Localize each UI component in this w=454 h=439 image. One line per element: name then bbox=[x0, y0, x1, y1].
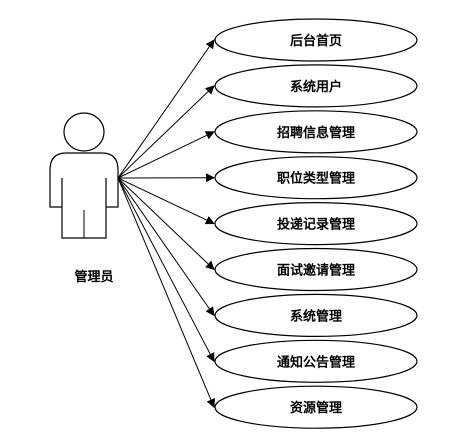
use-case-ellipse bbox=[214, 64, 418, 108]
actor-head bbox=[63, 112, 105, 152]
association-arrow bbox=[117, 85, 215, 179]
use-case-label: 面试邀请管理 bbox=[277, 263, 355, 279]
association-arrow bbox=[117, 177, 216, 409]
use-case: 招聘信息管理 bbox=[214, 110, 418, 154]
use-case-ellipse bbox=[214, 156, 418, 200]
use-case: 通知公告管理 bbox=[214, 339, 418, 383]
use-case-list: 后台首页系统用户招聘信息管理职位类型管理投递记录管理面试邀请管理系统管理通知公告… bbox=[214, 18, 418, 429]
use-case: 面试邀请管理 bbox=[214, 247, 418, 292]
use-case-label: 后台首页 bbox=[290, 33, 342, 49]
use-case-ellipse bbox=[214, 247, 418, 292]
association-arrow bbox=[117, 177, 215, 317]
actor-figure: 管理员 bbox=[49, 112, 119, 285]
use-case: 资源管理 bbox=[214, 385, 418, 429]
use-case-ellipse bbox=[214, 293, 418, 337]
actor-body bbox=[49, 152, 119, 239]
association-lines bbox=[117, 39, 216, 409]
use-case-label: 系统管理 bbox=[290, 308, 342, 324]
use-case-label: 招聘信息管理 bbox=[277, 125, 355, 141]
use-case-ellipse bbox=[214, 385, 418, 429]
association-arrow bbox=[117, 131, 215, 179]
use-case-ellipse bbox=[214, 18, 418, 62]
use-case-label: 投递记录管理 bbox=[277, 217, 355, 233]
use-case-label: 通知公告管理 bbox=[277, 354, 355, 370]
actor-label: 管理员 bbox=[74, 269, 113, 285]
association-arrow bbox=[117, 177, 215, 225]
use-case: 后台首页 bbox=[214, 18, 418, 62]
use-case: 系统用户 bbox=[214, 64, 418, 108]
use-case: 职位类型管理 bbox=[214, 156, 418, 200]
use-case-label: 职位类型管理 bbox=[277, 171, 355, 187]
association-arrow bbox=[117, 177, 215, 363]
use-case: 投递记录管理 bbox=[214, 202, 418, 246]
use-case-label: 系统用户 bbox=[290, 79, 342, 95]
association-arrow bbox=[117, 39, 215, 179]
use-case: 系统管理 bbox=[214, 293, 418, 337]
use-case-ellipse bbox=[214, 339, 418, 383]
use-case-ellipse bbox=[214, 110, 418, 154]
use-case-label: 资源管理 bbox=[290, 400, 342, 416]
use-case-ellipse bbox=[214, 202, 418, 246]
association-arrow bbox=[117, 177, 215, 271]
